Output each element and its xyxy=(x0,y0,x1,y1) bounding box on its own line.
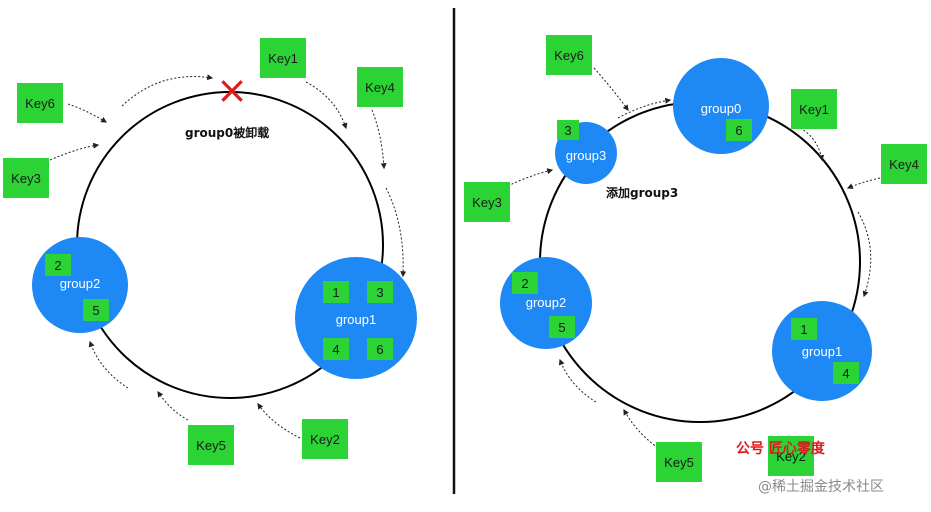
right-group1-label: group1 xyxy=(802,344,842,359)
left-key-label: Key2 xyxy=(310,432,340,447)
right-key-box: Key6 xyxy=(546,35,592,75)
right-group1-slot xyxy=(791,318,817,340)
arrow-left-to-group1 xyxy=(385,187,407,278)
removed-x-icon: × xyxy=(216,68,248,112)
arrow-right-key3 xyxy=(507,168,554,187)
right-group0-node: group0 6 xyxy=(673,58,769,154)
right-group1-slot-label: 4 xyxy=(842,366,849,381)
right-panel: 添加group3 group0 6 3 group3 2 grou xyxy=(464,35,927,482)
right-group3-slot-label: 3 xyxy=(564,123,571,138)
left-key-box: Key2 xyxy=(302,419,348,459)
arrow-left-key1 xyxy=(305,81,348,130)
arrow-left-key2 xyxy=(257,403,301,439)
right-group2-label: group2 xyxy=(526,295,566,310)
left-key-label: Key6 xyxy=(25,96,55,111)
left-group1-slot-label: 3 xyxy=(376,285,383,300)
left-group1-slot-label: 1 xyxy=(332,285,339,300)
left-group1-slot-label: 4 xyxy=(332,342,339,357)
left-group2-slot xyxy=(45,254,71,276)
arrow-right-key1 xyxy=(799,127,825,162)
right-key-box: Key3 xyxy=(464,182,510,222)
right-caption: 添加group3 xyxy=(606,185,678,200)
right-key-label: Key4 xyxy=(889,157,919,172)
left-caption: group0被卸载 xyxy=(185,125,269,140)
arrow-left-key3 xyxy=(49,142,100,161)
left-key-box: Key5 xyxy=(188,425,234,465)
left-group1-slot xyxy=(367,281,393,303)
right-key-box: Key2 xyxy=(768,436,814,476)
arrow-left-top xyxy=(121,74,214,107)
left-group1-slot xyxy=(323,338,349,360)
arrow-right-bottom xyxy=(558,358,597,403)
left-key-box: Key1 xyxy=(260,38,306,78)
right-key-box: Key4 xyxy=(881,144,927,184)
left-key-label: Key5 xyxy=(196,438,226,453)
watermark-site: @稀土掘金技术社区 xyxy=(758,479,884,495)
arrow-right-key6 xyxy=(593,67,629,111)
left-key-box: Key3 xyxy=(3,158,49,198)
left-group2-slot-label: 2 xyxy=(54,258,61,273)
left-group2-label: group2 xyxy=(60,276,100,291)
left-group2-slot-label: 5 xyxy=(92,303,99,318)
arrow-right-top xyxy=(617,97,672,119)
left-group1-slot-label: 6 xyxy=(376,342,383,357)
arrow-left-key4 xyxy=(371,109,387,170)
right-group0-label: group0 xyxy=(701,101,741,116)
right-key-label: Key1 xyxy=(799,102,829,117)
left-group1-slot xyxy=(323,281,349,303)
right-group3-node: 3 group3 xyxy=(555,120,617,184)
watermark-author: 公号 匠心零度 xyxy=(736,440,826,457)
right-group2-slot-label: 2 xyxy=(521,276,528,291)
arrow-right-key4 xyxy=(846,177,881,189)
right-group0-slot-label: 6 xyxy=(735,123,742,138)
left-panel: × group0被卸载 2 group2 5 1 3 group1 xyxy=(3,38,417,465)
left-group1-node: 1 3 group1 4 6 xyxy=(295,257,417,379)
right-group1-slot xyxy=(833,362,859,384)
right-key-label: Key5 xyxy=(664,455,694,470)
left-key-box: Key4 xyxy=(357,67,403,107)
right-group2-slot-label: 5 xyxy=(558,320,565,335)
right-group2-node: 2 group2 5 xyxy=(500,257,592,349)
right-key-box: Key1 xyxy=(791,89,837,129)
left-group2-slot xyxy=(83,299,109,321)
left-group2-node: 2 group2 5 xyxy=(32,237,128,333)
left-group1-slot xyxy=(367,338,393,360)
right-group0-slot xyxy=(726,119,752,141)
right-key-label: Key6 xyxy=(554,48,584,63)
right-group3-label: group3 xyxy=(566,148,606,163)
left-key-label: Key1 xyxy=(268,51,298,66)
arrow-left-key5 xyxy=(157,391,189,421)
right-key-label: Key2 xyxy=(776,449,806,464)
right-group3-slot xyxy=(557,120,579,140)
arrow-right-key5 xyxy=(623,408,659,449)
removed-group0-mark: × xyxy=(216,68,248,112)
left-key-box: Key6 xyxy=(17,83,63,123)
right-key-label: Key3 xyxy=(472,195,502,210)
left-key-label: Key4 xyxy=(365,80,395,95)
right-group2-slot xyxy=(549,316,575,338)
left-key-label: Key3 xyxy=(11,171,41,186)
arrow-left-key6 xyxy=(67,103,108,123)
right-group2-slot xyxy=(512,272,538,294)
right-group1-node: 1 group1 4 xyxy=(772,301,872,401)
right-key-box: Key5 xyxy=(656,442,702,482)
arrow-left-bottom xyxy=(88,340,129,389)
left-group1-label: group1 xyxy=(336,312,376,327)
right-group1-slot-label: 1 xyxy=(800,322,807,337)
arrow-right-to-group1 xyxy=(857,211,872,298)
